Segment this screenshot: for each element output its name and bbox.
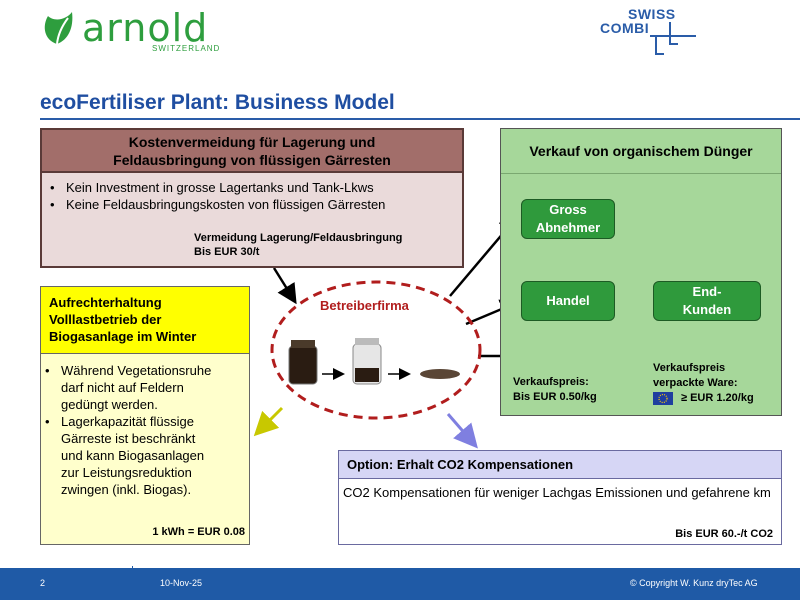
packaged-price-line3: ≥ EUR 1.20/kg (681, 392, 754, 404)
packaged-price-row: ≥ EUR 1.20/kg (653, 391, 754, 406)
end-line1: End- (692, 284, 722, 299)
winter-bullet-line: gedüngt werden. (61, 397, 158, 412)
arnold-logo-subtext: SWITZERLAND (152, 44, 221, 53)
cost-box-heading: Kostenvermeidung für Lagerung und Feldau… (40, 128, 464, 173)
page-number: 2 (40, 578, 46, 588)
packaged-price-line1: Verkaufspreis (653, 362, 726, 374)
arrow-operator-to-co2 (446, 413, 478, 449)
arnold-logo-text: arnold (82, 6, 209, 50)
footer-separator (132, 566, 133, 584)
co2-panel: Option: Erhalt CO2 Kompensationen CO2 Ko… (338, 450, 782, 545)
cost-box-body: Kein Investment in grosse Lagertanks und… (40, 173, 464, 268)
arrow-cost-to-operator (272, 267, 297, 305)
footer-date: 10-Nov-25 (160, 578, 203, 588)
winter-heading-line: Biogasanlage im Winter (49, 329, 197, 344)
sales-panel: Verkauf von organischem Dünger Gross Abn… (500, 128, 782, 416)
bulk-price: Verkaufspreis: Bis EUR 0.50/kg (513, 375, 597, 405)
gross-line2: Abnehmer (535, 220, 601, 235)
footer-bar (0, 568, 800, 600)
end-customer-node: End- Kunden (653, 281, 761, 321)
winter-bullet-line: Während Vegetationsruhe (61, 363, 212, 378)
arnold-leaf-icon (44, 12, 73, 45)
liquid-digestate-jar-icon (288, 340, 318, 385)
winter-bullet-line: darf nicht auf Feldern (61, 380, 184, 395)
winter-note: 1 kWh = EUR 0.08 (152, 526, 245, 538)
gross-buyer-node: Gross Abnehmer (521, 199, 615, 239)
trade-node: Handel (521, 281, 615, 321)
winter-box-body: Während Vegetationsruhe darf nicht auf F… (40, 354, 250, 545)
co2-note: Bis EUR 60.-/t CO2 (675, 528, 773, 540)
eu-flag-icon (653, 392, 673, 405)
bulk-price-line2: Bis EUR 0.50/kg (513, 391, 597, 403)
packaged-price: Verkaufspreis verpackte Ware: ≥ EUR 1.20… (653, 361, 754, 406)
operator-label: Betreiberfirma (320, 298, 409, 313)
dried-digestate-jar-icon (352, 338, 382, 385)
winter-heading-line: Volllastbetrieb der (49, 312, 162, 327)
trade-label: Handel (546, 293, 590, 308)
bulk-price-line1: Verkaufspreis: (513, 376, 589, 388)
winter-bullet: Lagerkapazität flüssige Gärreste ist bes… (45, 413, 249, 498)
winter-heading-line: Aufrechterhaltung (49, 295, 162, 310)
swisscombi-logo-line2: COMBI (600, 20, 650, 36)
cost-heading-line2: Feldausbringung von flüssigen Gärresten (113, 151, 391, 168)
co2-text: CO2 Kompensationen für weniger Lachgas E… (343, 485, 771, 500)
swisscombi-logo-line1: SWISS (628, 6, 676, 22)
title-underline (40, 118, 800, 120)
footer-copyright: © Copyright W. Kunz dryTec AG (630, 578, 758, 588)
gross-line1: Gross (549, 202, 587, 217)
swisscombi-cross-icon (650, 22, 696, 55)
cost-bullet: Keine Feldausbringungskosten von flüssig… (50, 196, 462, 213)
cost-note: Vermeidung Lagerung/Feldausbringung Bis … (194, 231, 402, 259)
cost-bullet: Kein Investment in grosse Lagertanks und… (50, 179, 462, 196)
operator-ellipse (270, 280, 482, 420)
packaged-price-line2: verpackte Ware: (653, 377, 738, 389)
end-line2: Kunden (682, 302, 732, 317)
page-title: ecoFertiliser Plant: Business Model (40, 91, 395, 114)
winter-box-heading: Aufrechterhaltung Volllastbetrieb der Bi… (40, 286, 250, 354)
winter-bullet-line: zwingen (inkl. Biogas). (61, 482, 192, 497)
cost-heading-line1: Kostenvermeidung für Lagerung und (128, 133, 376, 150)
winter-bullet-line: zur Leistungsreduktion (61, 465, 192, 480)
winter-bullet-line: Lagerkapazität flüssige (61, 414, 194, 429)
arrow-operator-to-winter (253, 406, 284, 437)
cost-note-line1: Vermeidung Lagerung/Feldausbringung (194, 232, 403, 244)
co2-heading: Option: Erhalt CO2 Kompensationen (339, 451, 781, 479)
cost-note-line2: Bis EUR 30/t (194, 246, 260, 258)
winter-bullet: Während Vegetationsruhe darf nicht auf F… (45, 362, 249, 413)
winter-bullet-line: und kann Biogasanlagen (61, 448, 205, 463)
sales-heading: Verkauf von organischem Dünger (501, 129, 781, 174)
fertiliser-pellets-icon (420, 369, 460, 379)
winter-bullet-line: Gärreste ist beschränkt (61, 431, 196, 446)
